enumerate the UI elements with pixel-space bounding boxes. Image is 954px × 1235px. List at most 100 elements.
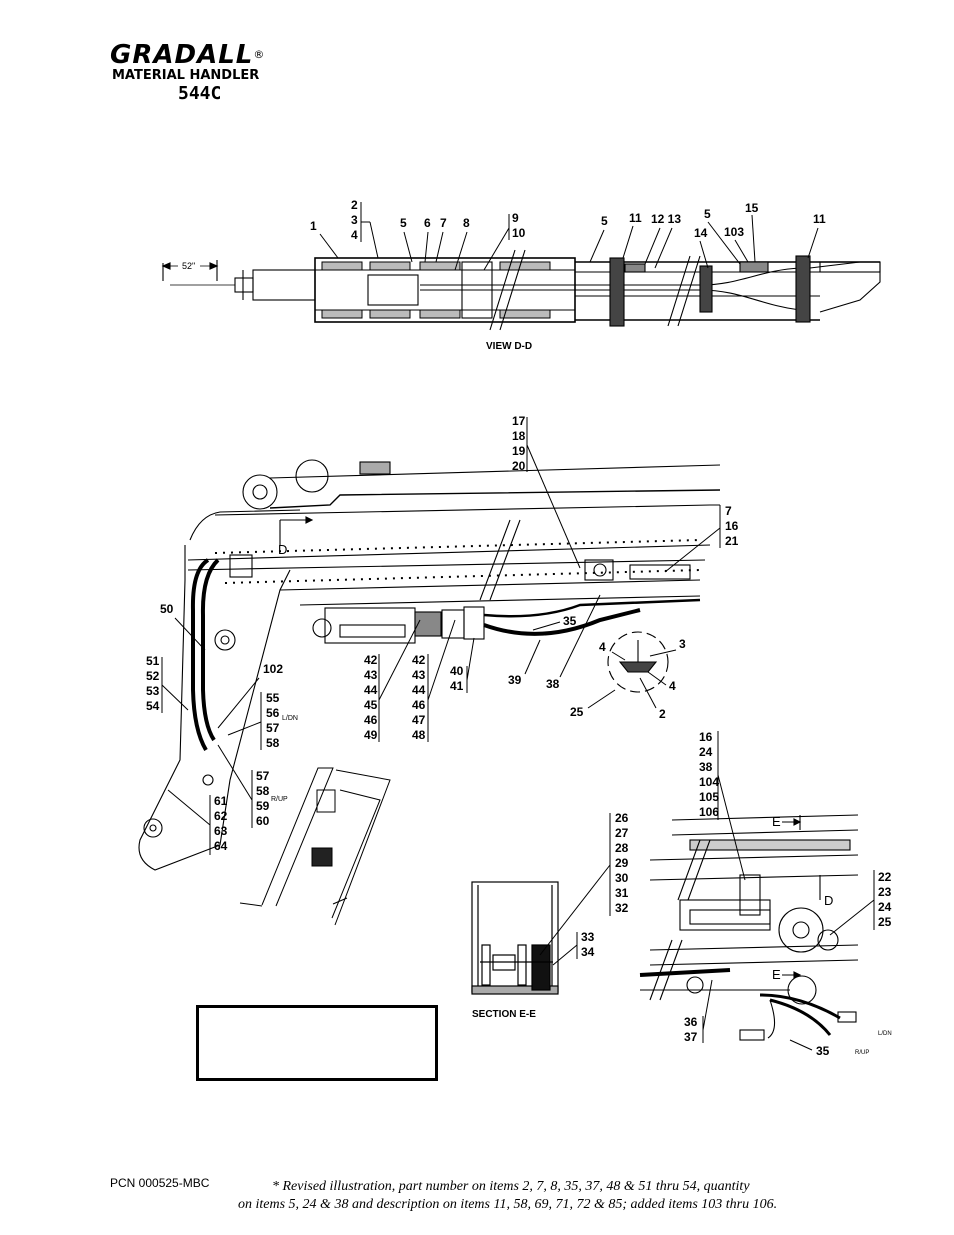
blank-note-box: [196, 1005, 438, 1081]
callout-47: 47: [412, 713, 426, 727]
callout-32: 32: [615, 901, 629, 915]
gradall-logo: GRADALL® MATERIAL HANDLER 544C: [110, 42, 310, 104]
callout-2: 2: [351, 198, 358, 212]
callout-102: 102: [263, 662, 283, 676]
callout-59: 59: [256, 799, 270, 813]
callout-29: 29: [615, 856, 629, 870]
callout-19: 19: [512, 444, 526, 458]
callout-36: 36: [684, 1015, 698, 1029]
flow-rup-detail: R/UP: [855, 1050, 869, 1056]
callout-58: 58: [266, 736, 280, 750]
callout-12-13: 12 13: [651, 212, 681, 226]
marker-e-top: E: [772, 814, 781, 829]
callout-23: 23: [878, 885, 892, 899]
registered-mark: ®: [253, 48, 266, 61]
callout-38-main: 38: [546, 677, 560, 691]
callout-62: 62: [214, 809, 228, 823]
callout-57b: 57: [256, 769, 270, 783]
callout-4: 4: [351, 228, 358, 242]
revision-note-line-2: on items 5, 24 & 38 and description on i…: [238, 1197, 778, 1212]
callout-31: 31: [615, 886, 629, 900]
pcn-number: PCN 000525-MBC: [110, 1176, 210, 1190]
callout-105: 105: [699, 790, 719, 804]
callout-17: 17: [512, 414, 526, 428]
callout-6: 6: [424, 216, 431, 230]
callout-8: 8: [463, 216, 470, 230]
callout-44a: 44: [364, 683, 378, 697]
callout-7-main: 7: [725, 504, 732, 518]
callout-33: 33: [581, 930, 595, 944]
view-dd-leaders: [319, 202, 819, 271]
callout-43b: 43: [412, 668, 426, 682]
callout-64: 64: [214, 839, 228, 853]
callout-60: 60: [256, 814, 270, 828]
callout-48: 48: [412, 728, 426, 742]
callout-35-main: 35: [563, 614, 577, 628]
callout-3-main: 3: [679, 637, 686, 651]
callout-35-detail: 35: [816, 1044, 830, 1058]
callout-27: 27: [615, 826, 629, 840]
brand-model: 544C: [178, 83, 222, 104]
brand-name: GRADALL®: [110, 40, 266, 70]
callout-38-detail: 38: [699, 760, 713, 774]
callout-42a: 42: [364, 653, 378, 667]
detail-callouts: 16 24 38 104 105 106 22 23 24 25 36 37 3…: [684, 730, 892, 1058]
callout-24-detail: 24: [699, 745, 713, 759]
main-callouts: 17 18 19 20 7 16 21 50 51 52 53 54 102 5…: [146, 414, 739, 853]
callout-10: 10: [512, 226, 526, 240]
view-dd-drawing: [161, 249, 881, 331]
section-ee-leaders: [539, 813, 611, 966]
callout-26: 26: [615, 811, 629, 825]
callout-18: 18: [512, 429, 526, 443]
callout-50: 50: [160, 602, 174, 616]
callout-56: 56: [266, 706, 280, 720]
callout-57: 57: [266, 721, 280, 735]
marker-d-detail: D: [824, 893, 833, 908]
callout-51: 51: [146, 654, 160, 668]
callout-3: 3: [351, 213, 358, 227]
revision-note: * Revised illustration, part number on i…: [238, 1178, 878, 1214]
callout-9: 9: [512, 211, 519, 225]
section-ee-drawing: [471, 881, 559, 995]
callout-14: 14: [694, 226, 708, 240]
callout-4a: 4: [599, 640, 606, 654]
callout-5: 5: [400, 216, 407, 230]
callout-22: 22: [878, 870, 892, 884]
section-ee-label: SECTION E-E: [472, 1009, 536, 1020]
callout-61: 61: [214, 794, 228, 808]
callout-63: 63: [214, 824, 228, 838]
callout-7: 7: [440, 216, 447, 230]
callout-16-detail: 16: [699, 730, 713, 744]
callout-44b: 44: [412, 683, 426, 697]
callout-25-main: 25: [570, 705, 584, 719]
detail-drawing: [639, 814, 859, 1041]
callout-24-d2: 24: [878, 900, 892, 914]
callout-5c: 5: [704, 207, 711, 221]
callout-40: 40: [450, 664, 464, 678]
marker-e-bottom: E: [772, 967, 781, 982]
detail-leaders: [702, 731, 875, 1051]
callout-20: 20: [512, 459, 526, 473]
brand-subtitle: MATERIAL HANDLER: [112, 68, 260, 83]
callout-11: 11: [629, 211, 642, 225]
section-ee-callouts: 26 27 28 29 30 31 32 33 34: [581, 811, 629, 959]
callout-11b: 11: [813, 212, 826, 226]
callout-106: 106: [699, 805, 719, 819]
callout-43a: 43: [364, 668, 378, 682]
callout-41: 41: [450, 679, 464, 693]
callout-46a: 46: [364, 713, 378, 727]
callout-103: 103: [724, 225, 744, 239]
callout-42b: 42: [412, 653, 426, 667]
flow-ldn-main: L/DN: [282, 715, 298, 722]
flow-rup-main: R/UP: [271, 796, 288, 803]
flow-ldn-detail: L/DN: [878, 1031, 892, 1037]
detail-markers: E D E L/DN R/UP: [772, 814, 892, 1056]
dimension-label: 52": [182, 261, 195, 271]
callout-34: 34: [581, 945, 595, 959]
callout-1: 1: [310, 219, 317, 233]
callout-28: 28: [615, 841, 629, 855]
callout-21: 21: [725, 534, 739, 548]
main-leaders: [161, 417, 721, 855]
callout-15: 15: [745, 201, 759, 215]
